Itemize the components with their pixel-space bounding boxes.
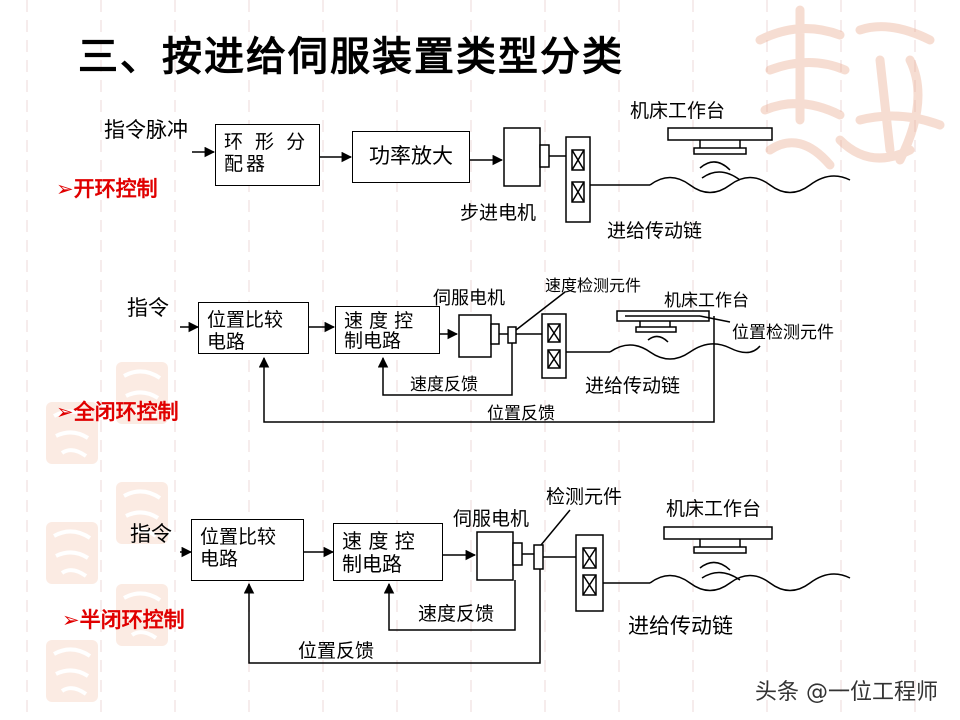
semi-input-label: 指令 [130,522,172,546]
semi-coupling [575,534,604,612]
seal-small-decoration-5 [116,584,168,646]
semi-loop-title: ➢半闭环控制 [62,608,185,632]
open-loop-title: ➢开环控制 [56,177,158,201]
closed-speed-sensor [507,326,517,344]
semi-sensor-label: 检测元件 [546,486,623,508]
position-sensor-label: 位置检测元件 [732,323,834,343]
semi-chain-label: 进给传动链 [628,614,733,638]
seal-small-decoration-4 [46,522,98,584]
semi-screw-wave [649,573,851,592]
closed-position-feedback-label: 位置反馈 [487,404,555,424]
stepper-motor-label: 步进电机 [460,202,537,224]
seal-small-decoration-3 [116,482,168,544]
power-amplifier-block: 功率放大 [352,131,470,183]
seal-small-decoration-1 [116,362,168,424]
open-chain-label: 进给传动链 [607,220,703,242]
closed-speed-control-block: 速 度 控 制电路 [335,306,440,354]
seal-small-decoration-2 [46,402,98,464]
closed-motor-body [458,314,492,358]
stepper-motor-body [503,127,541,187]
closed-input-label: 指令 [127,296,169,320]
semi-motor-label: 伺服电机 [453,508,530,530]
semi-worktable [663,526,773,540]
semi-position-feedback-label: 位置反馈 [298,640,375,662]
open-worktable-label: 机床工作台 [630,100,726,122]
semi-sensor [533,544,544,570]
closed-position-compare-block: 位置比较 电路 [198,302,309,354]
semi-worktable-label: 机床工作台 [666,498,762,520]
speed-sensor-label: 速度检测元件 [545,276,642,295]
closed-loop-title: ➢全闭环控制 [56,400,179,424]
ring-distributor-block: 环 形 分 配器 [215,124,320,186]
stepper-motor-flange [539,144,550,168]
semi-position-compare-block: 位置比较 电路 [191,519,304,581]
seal-large-decoration [755,5,945,170]
closed-screw-wave [609,343,761,360]
closed-worktable-label: 机床工作台 [664,291,749,311]
open-worktable [667,127,773,141]
open-screw-wave [649,175,851,194]
semi-motor-body [476,531,514,581]
slide-title: 三、按进给伺服装置类型分类 [78,34,624,80]
open-input-label: 指令脉冲 [104,118,188,142]
closed-speed-feedback-label: 速度反馈 [410,375,478,395]
closed-motor-label: 伺服电机 [433,288,505,309]
source-watermark: 头条 @一位工程师 [755,680,938,705]
semi-speed-feedback-label: 速度反馈 [418,603,495,625]
semi-speed-control-block: 速 度 控 制电路 [333,523,443,581]
closed-chain-label: 进给传动链 [585,375,681,397]
seal-small-decoration-6 [46,640,98,702]
